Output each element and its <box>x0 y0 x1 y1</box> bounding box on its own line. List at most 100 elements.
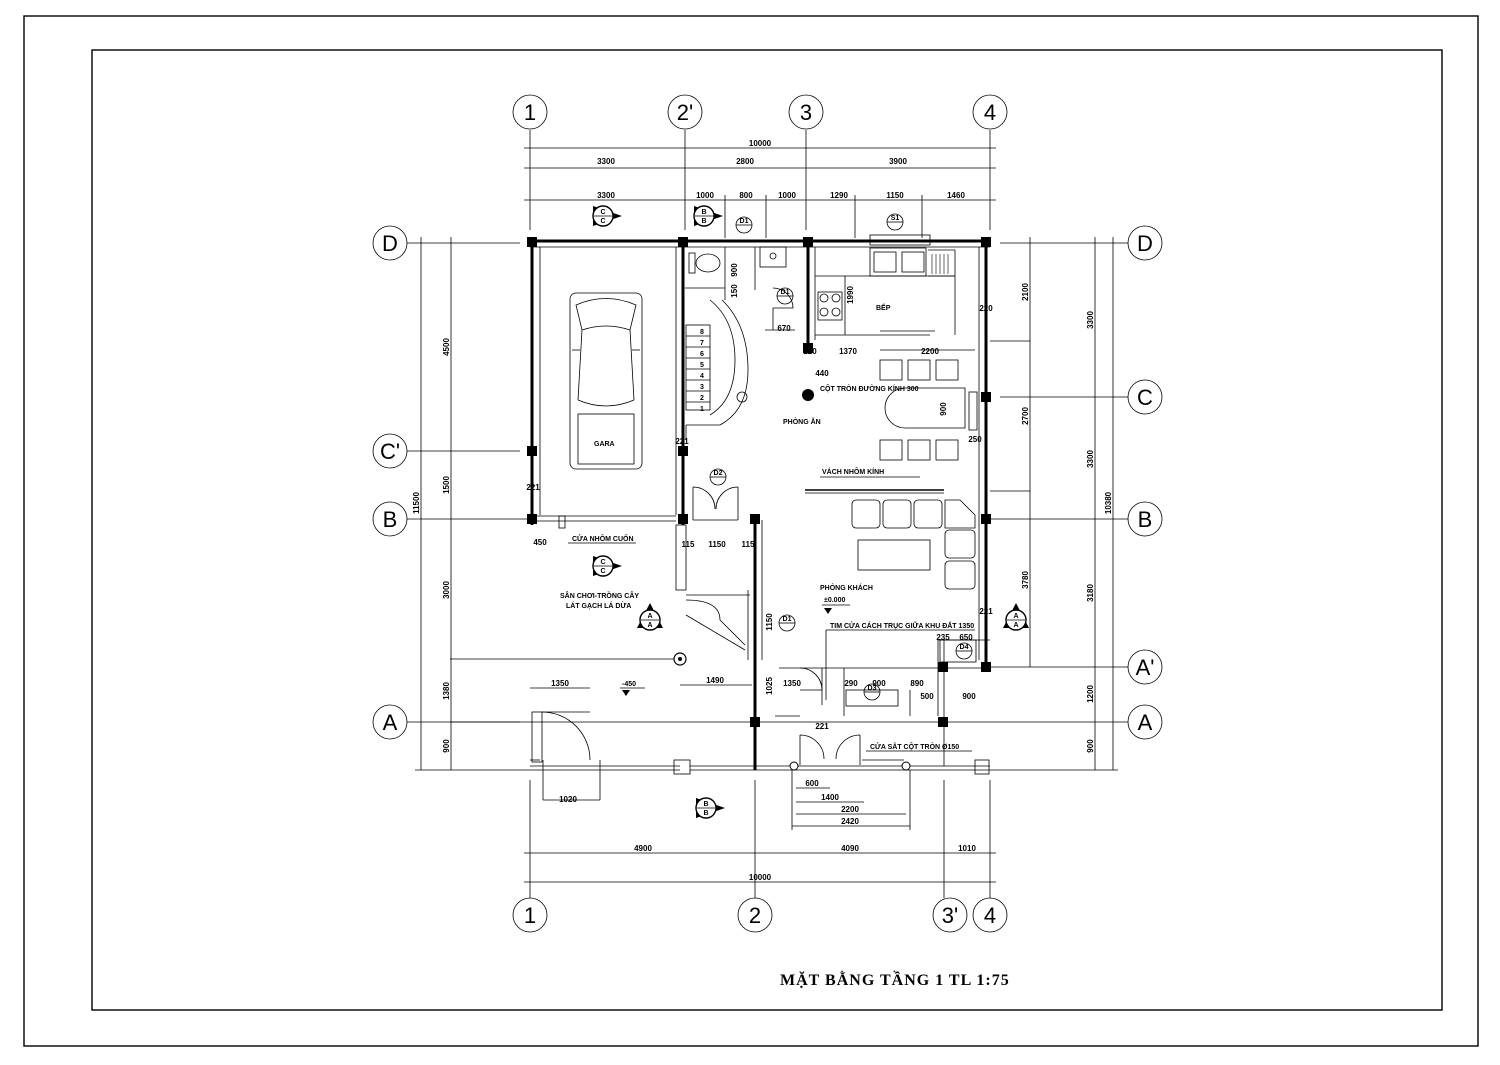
room-label-living: PHÒNG KHÁCH <box>820 583 873 592</box>
dim-interior: 900 <box>939 402 948 416</box>
dim-top: 1150 <box>886 191 904 200</box>
dim-interior: 900 <box>872 679 886 688</box>
dim-interior: 2200 <box>921 347 939 356</box>
grid-lines <box>407 130 1128 898</box>
grid-right: D C B A' A <box>1127 225 1163 740</box>
stair-step: 3 <box>700 384 704 391</box>
svg-text:C: C <box>600 559 605 566</box>
stair-step: 8 <box>700 329 704 336</box>
dim-left-overall: 11500 <box>412 492 421 514</box>
dim-top-overall: 10000 <box>749 139 772 148</box>
svg-text:B: B <box>703 810 708 817</box>
dim-interior: 500 <box>920 692 934 701</box>
stair-step: 1 <box>700 406 704 413</box>
dim-left: 4500 <box>442 338 451 356</box>
dim-interior: 221 <box>979 607 993 616</box>
section-mark: B B <box>693 205 723 227</box>
room-label-dining: PHÒNG ĂN <box>783 417 821 426</box>
stair-step: 6 <box>700 351 704 358</box>
porch-door <box>799 639 977 765</box>
room-label-yard-line1: SÂN CHƠI-TRỒNG CÂY <box>560 590 639 600</box>
door-tag-label: D1 <box>740 218 749 225</box>
dim-interior: 221 <box>675 437 689 446</box>
dim-right: 900 <box>1086 739 1095 753</box>
grid-label: B <box>383 507 398 532</box>
dim-interior: 450 <box>533 538 547 547</box>
dim-right: 3180 <box>1086 584 1095 602</box>
garage-car <box>569 292 643 470</box>
svg-text:B: B <box>703 801 708 808</box>
dim-right: 3300 <box>1086 450 1095 468</box>
section-mark: A A <box>1003 603 1029 631</box>
svg-text:B: B <box>701 209 706 216</box>
dim-top: 1460 <box>947 191 965 200</box>
drawing-title: MẶT BẰNG TẦNG 1 TL 1:75 <box>780 970 1010 989</box>
dim-left: 3000 <box>442 581 451 599</box>
outer-border <box>23 15 1479 1047</box>
door-tag: D1 <box>778 614 796 632</box>
door-tags: D1 D1 D2 S1 D1 D3 D4 <box>709 213 973 701</box>
dim-interior: 1490 <box>706 676 724 685</box>
door-tag-label: D1 <box>781 289 790 296</box>
dims-bottom-lines <box>524 770 996 883</box>
dim-interior: 1150 <box>708 540 726 549</box>
side-door <box>531 711 601 800</box>
dim-bottom: 2200 <box>841 805 859 814</box>
dim-bottom: 2420 <box>841 817 859 826</box>
section-mark: A A <box>637 603 663 631</box>
dims-left-lines <box>415 237 530 771</box>
columns <box>527 237 991 727</box>
door-tag-label: S1 <box>891 215 900 222</box>
dim-bottom-overall: 10000 <box>749 873 772 882</box>
kitchen-fixtures <box>815 234 956 336</box>
grid-bottom: 1 2 3' 4 <box>512 897 1008 933</box>
grid-label: A <box>383 710 398 735</box>
dim-interior: 250 <box>968 435 982 444</box>
door-tag-label: D2 <box>714 470 723 477</box>
svg-text:C: C <box>600 568 605 575</box>
dim-top: 2800 <box>736 157 754 166</box>
dim-interior: 440 <box>815 369 829 378</box>
door-tag-label: D1 <box>783 616 792 623</box>
svg-text:A: A <box>647 613 652 620</box>
dining-set <box>879 359 978 461</box>
level-living: ±0.000 <box>824 597 845 604</box>
door-tag-label: D4 <box>960 644 969 651</box>
round-column <box>802 389 814 401</box>
note-glass-wall: VÁCH NHÔM KÍNH <box>822 467 884 476</box>
grid-label: 1 <box>524 903 536 928</box>
door-tag: D3 <box>863 683 881 701</box>
dim-right-inner: 2100 <box>1021 283 1030 301</box>
dim-interior: 650 <box>959 633 973 642</box>
dim-interior: 900 <box>962 692 976 701</box>
grid-label: D <box>1137 231 1153 256</box>
dim-right-inner: 2700 <box>1021 407 1030 425</box>
dim-left: 900 <box>442 739 451 753</box>
door-tag: D2 <box>709 468 727 486</box>
door-tag: D4 <box>955 642 973 660</box>
inner-border <box>91 49 1443 1011</box>
dim-interior: 220 <box>979 304 993 313</box>
dim-bottom: 1010 <box>958 844 976 853</box>
entry-double-door <box>675 486 739 591</box>
room-label-yard-line2: LÁT GẠCH LÁ DỪA <box>566 601 631 610</box>
dim-interior: 115 <box>682 540 695 549</box>
grid-label: D <box>382 231 398 256</box>
grid-label: 1 <box>524 100 536 125</box>
dim-right: 1200 <box>1086 685 1095 703</box>
dims-right-lines <box>990 237 1118 771</box>
dim-top: 3900 <box>889 157 907 166</box>
dim-bottom: 4090 <box>841 844 859 853</box>
grid-label: C <box>1137 385 1153 410</box>
dim-interior: 1370 <box>839 347 857 356</box>
grid-label: 3' <box>942 903 958 928</box>
dim-bottom: 1400 <box>821 793 839 802</box>
living-sofa <box>851 499 976 590</box>
wc-fixtures <box>688 246 795 331</box>
stair-step: 4 <box>700 373 704 380</box>
note-roll-door: CỬA NHÔM CUỐN <box>572 533 634 543</box>
door-tag: D1 <box>735 216 753 234</box>
dim-interior: 290 <box>844 679 858 688</box>
dim-interior: 115 <box>742 540 755 549</box>
